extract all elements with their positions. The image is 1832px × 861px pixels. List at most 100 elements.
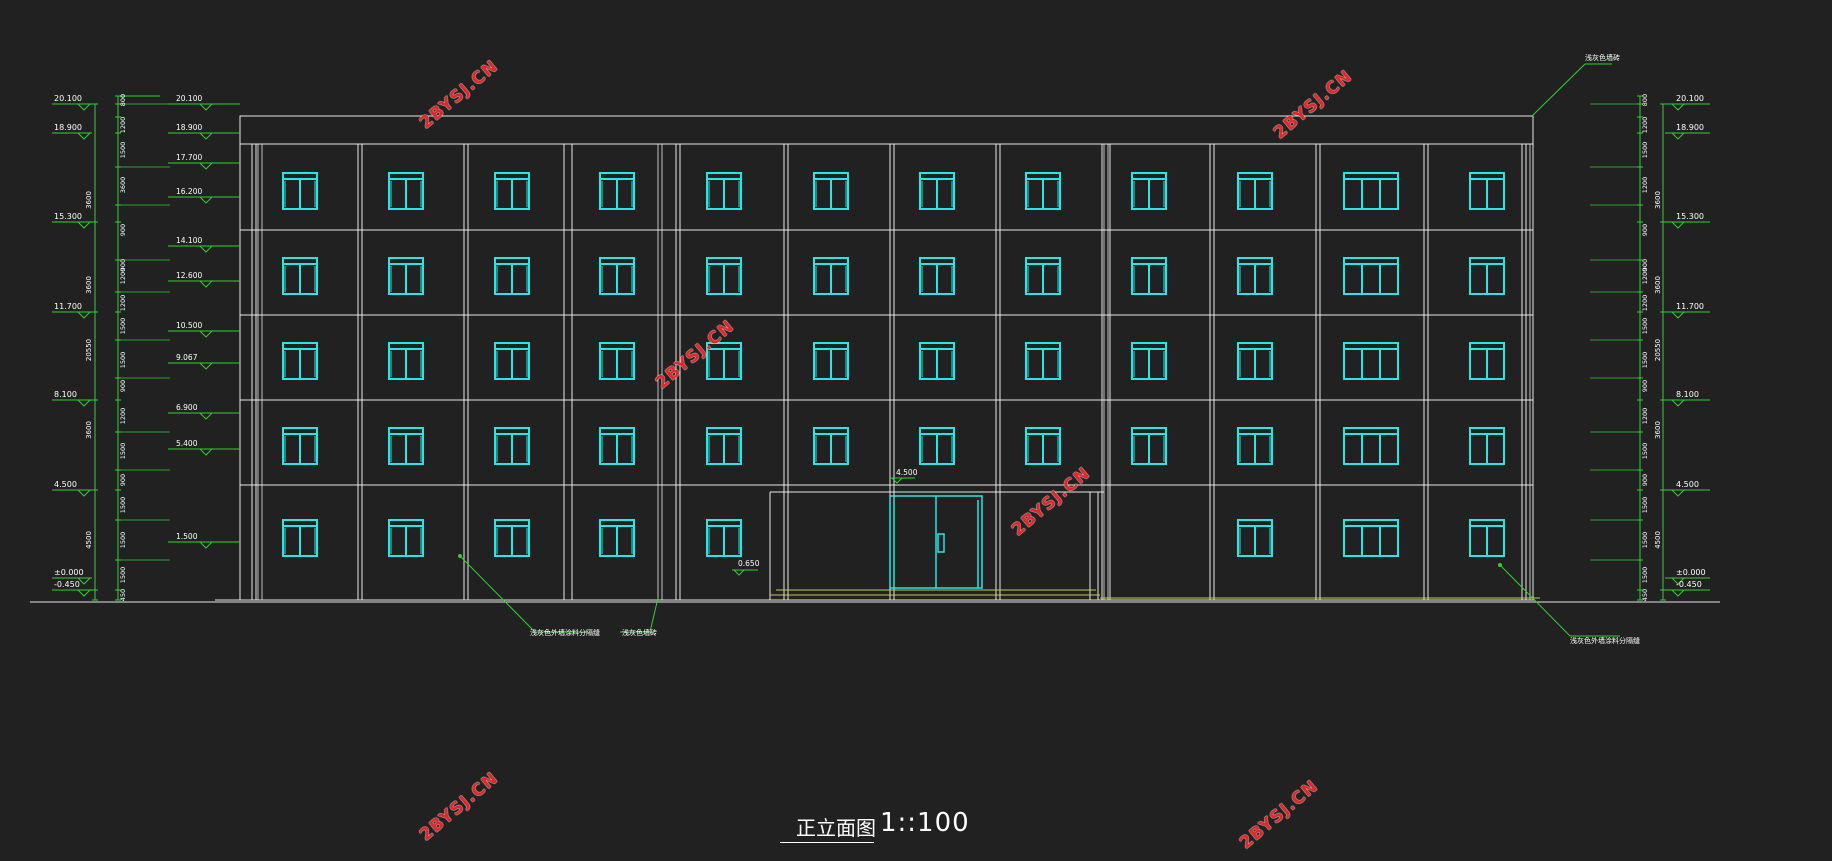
dimension-label: 900 xyxy=(1641,224,1649,236)
window xyxy=(1025,427,1061,465)
inner-level-label: 14.100 xyxy=(176,236,202,245)
inner-level-label: 1.500 xyxy=(176,532,198,541)
window xyxy=(706,342,742,380)
inner-level-marker xyxy=(198,103,214,111)
note-bottom-right: 浅灰色外墙涂料分隔缝 xyxy=(1570,636,1640,645)
dimension-label: 800 xyxy=(119,94,127,106)
elevation-marker xyxy=(1670,577,1686,585)
window xyxy=(282,257,318,295)
canopy-level-marker xyxy=(890,477,904,484)
window xyxy=(494,342,530,380)
window-frame xyxy=(1343,519,1399,557)
dimension-label: 1500 xyxy=(119,443,127,460)
dimension-label: 900 xyxy=(1641,259,1649,271)
window xyxy=(388,257,424,295)
dimension-label: 1200 xyxy=(119,117,127,134)
window xyxy=(599,519,635,557)
dimension-label: 1200 xyxy=(1641,268,1649,285)
window xyxy=(1469,172,1505,210)
window-frame xyxy=(1343,342,1399,380)
leader-line xyxy=(459,555,536,633)
inner-level-marker xyxy=(198,412,214,420)
window xyxy=(494,172,530,210)
window xyxy=(1237,519,1273,557)
elevation-label: 4.500 xyxy=(1676,480,1699,489)
dimension-label: 450 xyxy=(1641,589,1649,601)
inner-level-marker xyxy=(198,541,214,549)
door-handle xyxy=(937,533,945,553)
inner-level-label: 18.900 xyxy=(176,123,202,132)
leader-line xyxy=(1531,63,1586,117)
window xyxy=(1025,342,1061,380)
dimension-label: 3600 xyxy=(85,276,93,294)
window xyxy=(388,172,424,210)
window-triple xyxy=(1343,172,1399,210)
drawing-title: 正立面图 1::100 xyxy=(780,806,980,846)
dimension-label: 900 xyxy=(119,259,127,271)
elevation-marker xyxy=(1670,103,1686,111)
note-top-right: 浅灰色墙砖 xyxy=(1585,53,1620,62)
inner-level-label: 17.700 xyxy=(176,153,202,162)
note-bottom-mid: 浅灰色墙砖 xyxy=(622,628,657,637)
elevation-label: 20.100 xyxy=(54,94,82,103)
dimension-label: 3600 xyxy=(119,177,127,194)
elevation-label: 18.900 xyxy=(54,123,82,132)
elevation-marker xyxy=(1670,132,1686,140)
leader-line xyxy=(1499,564,1571,637)
dimension-label: 1500 xyxy=(119,142,127,159)
inner-level-label: 5.400 xyxy=(176,439,198,448)
inner-level-marker xyxy=(198,362,214,370)
dimension-label: 1500 xyxy=(119,567,127,584)
dimension-label: 1500 xyxy=(1641,318,1649,335)
entrance-steps xyxy=(770,589,1540,599)
elevation-label: 4.500 xyxy=(54,480,77,489)
inner-level-marker xyxy=(198,280,214,288)
elevation-marker xyxy=(1670,489,1686,497)
window xyxy=(813,172,849,210)
window-triple xyxy=(1343,519,1399,557)
windows-group xyxy=(282,172,1505,557)
leader-dot xyxy=(1498,563,1502,567)
drawing-scale: 1::100 xyxy=(880,808,970,838)
dimension-label: 900 xyxy=(119,380,127,392)
window xyxy=(599,172,635,210)
leader-line xyxy=(649,597,659,633)
window xyxy=(282,519,318,557)
elevation-marker xyxy=(76,311,92,319)
title-underline xyxy=(780,842,874,843)
dimension-label: 1500 xyxy=(119,497,127,514)
elevation-marker xyxy=(76,577,92,585)
inner-level-label: 10.500 xyxy=(176,321,202,330)
dimension-label: 3600 xyxy=(85,421,93,439)
dimension-label: 20550 xyxy=(85,339,93,361)
window xyxy=(388,519,424,557)
window xyxy=(388,342,424,380)
dimension-label: 900 xyxy=(1641,380,1649,392)
inner-level-label: 12.600 xyxy=(176,271,202,280)
window xyxy=(599,427,635,465)
window-frame xyxy=(1343,257,1399,295)
elevation-marker xyxy=(76,221,92,229)
window xyxy=(1237,257,1273,295)
dimension-label: 1500 xyxy=(1641,532,1649,549)
dimension-label: 4500 xyxy=(1654,531,1662,549)
dimension-label: 1500 xyxy=(119,532,127,549)
dimension-label: 1500 xyxy=(1641,352,1649,369)
window xyxy=(1025,172,1061,210)
annotation-notes: 浅灰色外墙涂料分隔缝浅灰色墙砖浅灰色外墙涂料分隔缝浅灰色墙砖 xyxy=(530,53,1640,645)
window xyxy=(706,427,742,465)
window xyxy=(282,172,318,210)
window xyxy=(1469,519,1505,557)
dimension-label: 900 xyxy=(1641,474,1649,486)
window xyxy=(919,342,955,380)
window xyxy=(599,257,635,295)
window xyxy=(388,427,424,465)
elevation-label: 18.900 xyxy=(1676,123,1704,132)
step-level-label: 0.650 xyxy=(738,559,760,568)
window xyxy=(1131,342,1167,380)
elevation-label: 20.100 xyxy=(1676,94,1704,103)
inner-level-label: 9.067 xyxy=(176,353,198,362)
dimension-label: 450 xyxy=(119,589,127,601)
dimension-label: 1200 xyxy=(119,408,127,425)
